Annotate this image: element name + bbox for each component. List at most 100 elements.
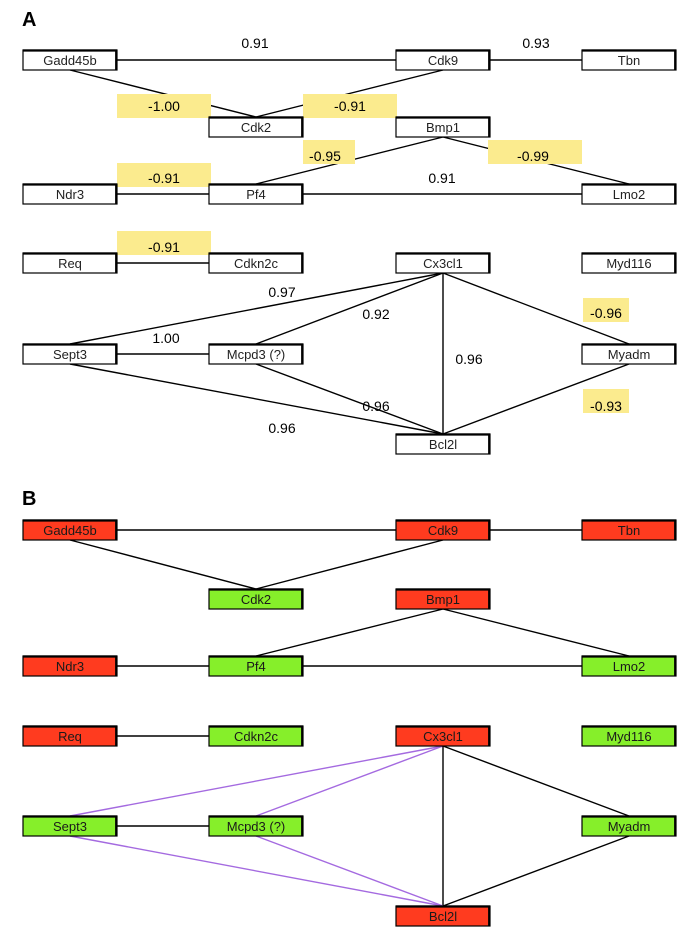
edge-gadd45b-cdk2	[69, 69, 257, 118]
node-label: Cdkn2c	[234, 256, 279, 271]
node-label: Cx3cl1	[423, 729, 463, 744]
node-label: Req	[58, 729, 82, 744]
node-label: Cdk9	[428, 53, 458, 68]
edge-label-cx3cl1-myadm: -0.96	[590, 305, 622, 321]
node-label: Bmp1	[426, 120, 460, 135]
edge-cx3cl1-mcpd3	[255, 272, 444, 345]
node-label: Gadd45b	[43, 523, 97, 538]
edge-label-myadm-bcl2l: -0.93	[590, 398, 622, 414]
edge-label-highlight	[303, 140, 355, 164]
edge-label-cdk9-cdk2: -0.91	[334, 98, 366, 114]
node-label: Sept3	[53, 347, 87, 362]
node-pf4: Pf4	[208, 183, 304, 205]
node-label: Myadm	[608, 819, 651, 834]
edge-label-bmp1-pf4: -0.95	[309, 148, 341, 164]
edge-myadm-bcl2l	[442, 835, 630, 907]
node-cdkn2c: Cdkn2c	[208, 725, 304, 747]
node-label: Req	[58, 256, 82, 271]
edge-sept3-bcl2l	[69, 363, 444, 435]
edge-label-gadd45b-cdk2: -1.00	[148, 98, 180, 114]
node-label: Lmo2	[613, 187, 646, 202]
node-cdk9: Cdk9	[395, 49, 491, 71]
edge-label-cx3cl1-sept3: 0.97	[268, 284, 295, 300]
node-cdkn2c: Cdkn2c	[208, 252, 304, 274]
edge-label-sept3-mcpd3: 1.00	[152, 330, 179, 346]
node-bmp1: Bmp1	[395, 588, 491, 610]
node-label: Myadm	[608, 347, 651, 362]
edge-sept3-bcl2l	[69, 835, 444, 907]
edge-cx3cl1-sept3	[69, 745, 444, 817]
edge-label-ndr3-pf4: -0.91	[148, 170, 180, 186]
panel-a-letter: A	[22, 9, 36, 31]
edge-label-mcpd3-bcl2l: 0.96	[362, 398, 389, 414]
edge-label-cdk9-tbn: 0.93	[522, 35, 549, 51]
edge-label-pf4-lmo2: 0.91	[428, 170, 455, 186]
edge-bmp1-lmo2	[442, 608, 630, 657]
edge-label-gadd45b-cdk9: 0.91	[241, 35, 268, 51]
node-label: Tbn	[618, 53, 640, 68]
edge-cx3cl1-mcpd3	[255, 745, 444, 817]
node-cx3cl1: Cx3cl1	[395, 252, 491, 274]
node-tbn: Tbn	[581, 519, 677, 541]
node-label: Cdk2	[241, 592, 271, 607]
node-lmo2: Lmo2	[581, 655, 677, 677]
edge-cdk9-cdk2	[255, 539, 444, 590]
node-bcl2l: Bcl2l	[395, 905, 491, 927]
node-label: Myd116	[606, 729, 651, 744]
node-label: Lmo2	[613, 659, 646, 674]
edge-label-req-cdkn2c: -0.91	[148, 239, 180, 255]
node-label: Bmp1	[426, 592, 460, 607]
node-label: Cx3cl1	[423, 256, 463, 271]
panel-b-edges	[69, 529, 630, 907]
edge-label-highlight	[117, 231, 211, 255]
node-label: Pf4	[246, 187, 266, 202]
node-cdk9: Cdk9	[395, 519, 491, 541]
edge-label-highlight	[117, 163, 211, 187]
edge-cx3cl1-sept3	[69, 272, 444, 345]
node-label: Cdkn2c	[234, 729, 279, 744]
edge-label-highlight	[583, 389, 629, 413]
edge-cx3cl1-myadm	[442, 745, 630, 817]
node-label: Mcpd3 (?)	[227, 819, 286, 834]
node-sept3: Sept3	[22, 815, 118, 837]
edge-label-cx3cl1-bcl2l: 0.96	[455, 351, 482, 367]
edge-gadd45b-cdk2	[69, 539, 257, 590]
node-myd116: Myd116	[581, 252, 677, 274]
node-label: Gadd45b	[43, 53, 97, 68]
edge-bmp1-pf4	[255, 608, 444, 657]
node-myd116: Myd116	[581, 725, 677, 747]
node-ndr3: Ndr3	[22, 655, 118, 677]
panel-b-letter: B	[22, 488, 36, 510]
node-ndr3: Ndr3	[22, 183, 118, 205]
node-pf4: Pf4	[208, 655, 304, 677]
node-bmp1: Bmp1	[395, 116, 491, 138]
edge-label-highlight	[303, 94, 397, 118]
node-myadm: Myadm	[581, 343, 677, 365]
node-tbn: Tbn	[581, 49, 677, 71]
edge-label-cx3cl1-mcpd3: 0.92	[362, 306, 389, 322]
node-bcl2l: Bcl2l	[395, 433, 491, 455]
edge-mcpd3-bcl2l	[255, 363, 444, 435]
node-lmo2: Lmo2	[581, 183, 677, 205]
edge-cx3cl1-myadm	[442, 272, 630, 345]
node-label: Sept3	[53, 819, 87, 834]
edge-mcpd3-bcl2l	[255, 835, 444, 907]
node-label: Bcl2l	[429, 909, 457, 924]
node-label: Tbn	[618, 523, 640, 538]
node-cx3cl1: Cx3cl1	[395, 725, 491, 747]
node-label: Myd116	[606, 256, 651, 271]
node-label: Cdk9	[428, 523, 458, 538]
edge-label-highlight	[583, 298, 629, 322]
node-mcpd3: Mcpd3 (?)	[208, 343, 304, 365]
edge-label-highlight	[117, 94, 211, 118]
node-label: Mcpd3 (?)	[227, 347, 286, 362]
node-cdk2: Cdk2	[208, 116, 304, 138]
node-label: Pf4	[246, 659, 266, 674]
node-mcpd3: Mcpd3 (?)	[208, 815, 304, 837]
node-req: Req	[22, 725, 118, 747]
edge-label-bmp1-lmo2: -0.99	[517, 148, 549, 164]
